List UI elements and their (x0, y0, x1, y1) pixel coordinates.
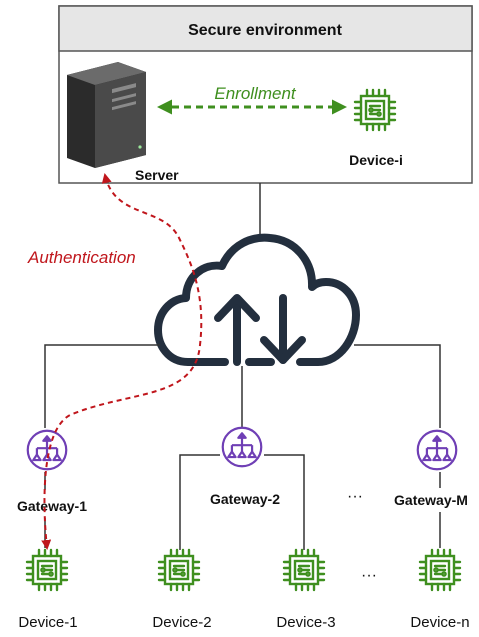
device-1-chip-icon (25, 548, 69, 592)
cloud-upload-download-icon (154, 233, 360, 366)
gateway-2-hub-icon (221, 426, 263, 468)
device-n-label: Device-n (410, 614, 469, 631)
enrollment-label: Enrollment (214, 84, 297, 103)
cloud-gateway-connectors (44, 344, 441, 428)
gateway-1-label: Gateway-1 (17, 498, 87, 514)
device-ellipsis: ··· (361, 567, 377, 584)
authentication-label: Authentication (27, 248, 136, 267)
device-i-chip-icon (353, 88, 397, 132)
gateway-m-hub-icon (416, 429, 458, 471)
device-2-chip-icon (157, 548, 201, 592)
device-3-chip-icon (282, 548, 326, 592)
gateway-m-label: Gateway-M (394, 492, 468, 508)
server-tower-icon (67, 62, 146, 168)
server-label: Server (135, 167, 179, 183)
authentication-path (41, 173, 203, 550)
device-i-label: Device-i (349, 152, 403, 168)
gateway-ellipsis: ··· (347, 488, 363, 505)
device-3-label: Device-3 (276, 614, 335, 631)
device-n-chip-icon (418, 548, 462, 592)
device-2-label: Device-2 (152, 614, 211, 631)
secure-environment-title: Secure environment (188, 22, 343, 39)
gateway-2-label: Gateway-2 (210, 491, 280, 507)
device-1-label: Device-1 (18, 614, 77, 631)
